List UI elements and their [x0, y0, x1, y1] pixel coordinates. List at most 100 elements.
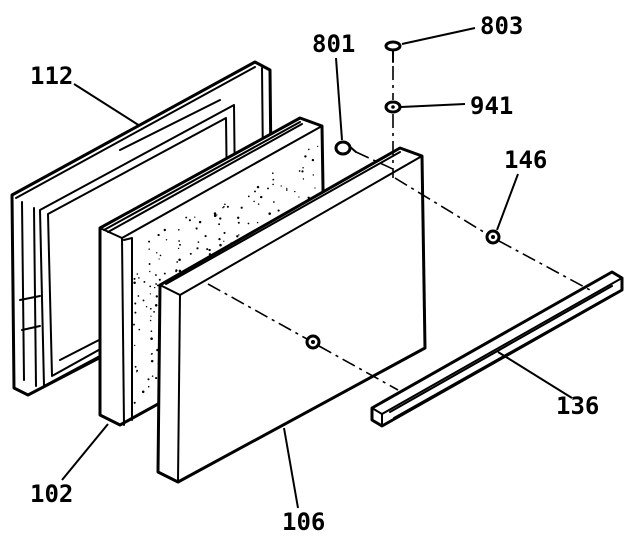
stipple-dot — [218, 223, 221, 226]
stipple-dot — [138, 328, 141, 331]
stipple-dot — [280, 185, 282, 187]
stipple-dot — [163, 228, 166, 232]
stipple-dot — [195, 227, 198, 230]
stipple-dot — [226, 205, 229, 208]
callout-102: 102 — [30, 480, 73, 508]
stipple-dot — [150, 315, 152, 317]
callout-803: 803 — [480, 12, 523, 40]
stipple-dot — [302, 167, 304, 169]
part-146-clip — [485, 229, 501, 245]
stipple-dot — [294, 190, 296, 193]
stipple-dot — [153, 311, 155, 313]
stipple-dot — [178, 258, 181, 261]
part-136-trim-strip — [370, 270, 624, 428]
stipple-dot — [156, 284, 159, 287]
stipple-dot — [155, 377, 158, 380]
stipple-dot — [260, 195, 263, 199]
stipple-dot — [277, 209, 280, 212]
stipple-dot — [149, 285, 152, 288]
stipple-dot — [314, 187, 316, 189]
stipple-dot — [236, 235, 239, 238]
stipple-dot — [151, 352, 153, 355]
stipple-dot — [177, 228, 180, 231]
stipple-dot — [273, 201, 275, 203]
stipple-dot — [185, 216, 188, 219]
stipple-dot — [141, 390, 145, 394]
stipple-dot — [133, 281, 136, 284]
stipple-dot — [149, 307, 152, 310]
stipple-dot — [253, 200, 255, 203]
part-801-bumper — [334, 140, 357, 156]
stipple-dot — [142, 299, 145, 302]
stipple-dot — [286, 187, 288, 190]
stipple-dot — [238, 234, 240, 236]
stipple-dot — [175, 270, 177, 273]
stipple-dot — [198, 220, 202, 224]
stipple-dot — [208, 248, 211, 252]
stipple-dot — [133, 323, 135, 326]
stipple-dot — [257, 203, 260, 205]
stipple-dot — [272, 178, 275, 181]
stipple-dot — [267, 187, 269, 190]
stipple-dot — [163, 272, 166, 275]
stipple-dot — [272, 183, 274, 186]
callout-801: 801 — [312, 30, 355, 58]
stipple-dot — [155, 252, 158, 254]
stipple-dot — [178, 269, 182, 273]
stipple-dot — [148, 248, 150, 250]
stipple-dot — [307, 148, 310, 151]
stipple-dot — [268, 212, 271, 215]
stipple-dot — [133, 401, 136, 404]
stipple-dot — [147, 385, 150, 388]
stipple-dot — [159, 254, 162, 257]
stipple-dot — [237, 221, 240, 224]
stipple-dot — [256, 185, 260, 189]
stipple-dot — [154, 286, 156, 289]
stipple-dot — [150, 330, 153, 333]
stipple-dot — [143, 280, 146, 283]
stipple-dot — [304, 155, 307, 158]
part-941-washer — [384, 100, 402, 114]
callout-941: 941 — [470, 92, 513, 120]
stipple-dot — [158, 278, 161, 281]
part-106-clip — [305, 334, 321, 350]
stipple-dot — [222, 207, 224, 209]
assembly-centerlines — [207, 66, 591, 391]
stipple-dot — [149, 293, 152, 295]
stipple-dot — [223, 240, 225, 242]
stipple-dot — [149, 319, 152, 322]
stipple-dot — [137, 295, 140, 297]
stipple-dot — [177, 247, 180, 250]
stipple-dot — [155, 295, 158, 298]
stipple-dot — [138, 277, 140, 279]
stipple-dot — [176, 261, 179, 263]
stipple-dot — [271, 172, 274, 175]
stipple-dot — [311, 158, 315, 162]
stipple-dot — [213, 212, 217, 215]
stipple-dot — [240, 206, 243, 209]
stipple-dot — [155, 283, 158, 285]
stipple-dot — [134, 311, 137, 314]
stipple-dot — [204, 235, 207, 238]
stipple-dot — [247, 195, 250, 198]
stipple-dot — [150, 337, 153, 340]
stipple-dot — [147, 378, 150, 381]
stipple-dot — [134, 302, 137, 305]
stipple-dot — [136, 371, 138, 373]
stipple-dot — [134, 344, 136, 347]
stipple-dot — [133, 277, 136, 280]
stipple-dot — [189, 252, 192, 255]
leader-lines — [61, 27, 573, 509]
stipple-dot — [223, 205, 225, 208]
callout-112: 112 — [30, 62, 73, 90]
stipple-dot — [157, 233, 160, 237]
stipple-dot — [165, 239, 168, 241]
stipple-dot — [188, 219, 191, 222]
stipple-dot — [154, 304, 158, 307]
stipple-dot — [206, 248, 209, 251]
stipple-dot — [317, 145, 319, 148]
stipple-dot — [158, 258, 160, 260]
stipple-dot — [194, 216, 196, 218]
stipple-dot — [145, 306, 148, 308]
